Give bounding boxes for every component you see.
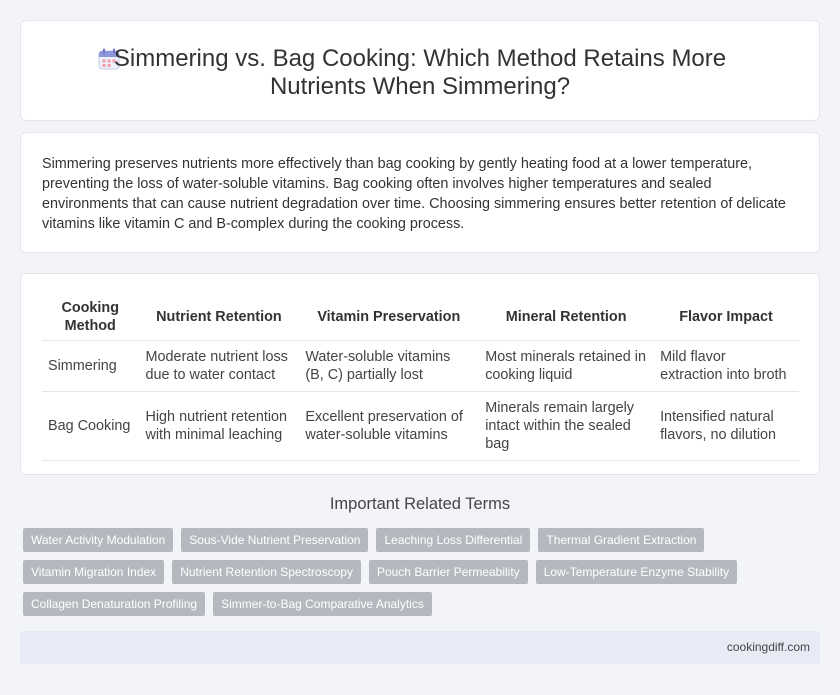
table-cell: Most minerals retained in cooking liquid [478, 340, 655, 392]
calendar-icon [98, 48, 120, 70]
table-cell: Minerals remain largely intact within th… [478, 391, 655, 461]
related-term-tag[interactable]: Thermal Gradient Extraction [538, 528, 705, 552]
comparison-table: Cooking Method Nutrient Retention Vitami… [42, 294, 799, 461]
footer-site-link[interactable]: cookingdiff.com [726, 640, 810, 654]
footer: cookingdiff.com [20, 631, 820, 664]
title-card: Simmering vs. Bag Cooking: Which Method … [20, 20, 820, 121]
related-term-tag[interactable]: Simmer-to-Bag Comparative Analytics [213, 592, 432, 616]
table-cell: Bag Cooking [42, 391, 140, 461]
summary-text: Simmering preserves nutrients more effec… [42, 156, 786, 232]
table-cell: Moderate nutrient loss due to water cont… [138, 340, 300, 392]
table-cell: Intensified natural flavors, no dilution [653, 391, 799, 461]
table-cell: Water-soluble vitamins (B, C) partially … [298, 340, 480, 392]
related-term-tag[interactable]: Collagen Denaturation Profiling [23, 592, 206, 616]
related-term-tag[interactable]: Leaching Loss Differential [376, 528, 531, 552]
comparison-table-card: Cooking Method Nutrient Retention Vitami… [20, 273, 820, 475]
header-mineral-retention: Mineral Retention [478, 294, 655, 341]
table-cell: High nutrient retention with minimal lea… [138, 391, 300, 461]
page-title: Simmering vs. Bag Cooking: Which Method … [113, 45, 727, 100]
header-cooking-method: Cooking Method [42, 294, 140, 341]
related-term-tag[interactable]: Vitamin Migration Index [23, 560, 165, 584]
related-term-tag[interactable]: Water Activity Modulation [23, 528, 174, 552]
table-row: Bag Cooking High nutrient retention with… [42, 391, 799, 461]
table-row: Simmering Moderate nutrient loss due to … [42, 340, 799, 392]
related-terms-list: Water Activity Modulation Sous-Vide Nutr… [23, 528, 783, 624]
table-cell: Mild flavor extraction into broth [653, 340, 799, 392]
header-vitamin-preservation: Vitamin Preservation [298, 294, 480, 341]
table-cell: Excellent preservation of water-soluble … [298, 391, 480, 461]
table-cell: Simmering [42, 340, 140, 392]
header-flavor-impact: Flavor Impact [653, 294, 799, 341]
table-header-row: Cooking Method Nutrient Retention Vitami… [42, 294, 799, 341]
related-term-tag[interactable]: Low-Temperature Enzyme Stability [535, 560, 738, 584]
header-nutrient-retention: Nutrient Retention [138, 294, 300, 341]
related-term-tag[interactable]: Nutrient Retention Spectroscopy [172, 560, 361, 584]
related-term-tag[interactable]: Pouch Barrier Permeability [368, 560, 528, 584]
related-terms-heading: Important Related Terms [329, 495, 511, 513]
related-term-tag[interactable]: Sous-Vide Nutrient Preservation [181, 528, 369, 552]
summary-card: Simmering preserves nutrients more effec… [20, 132, 820, 253]
